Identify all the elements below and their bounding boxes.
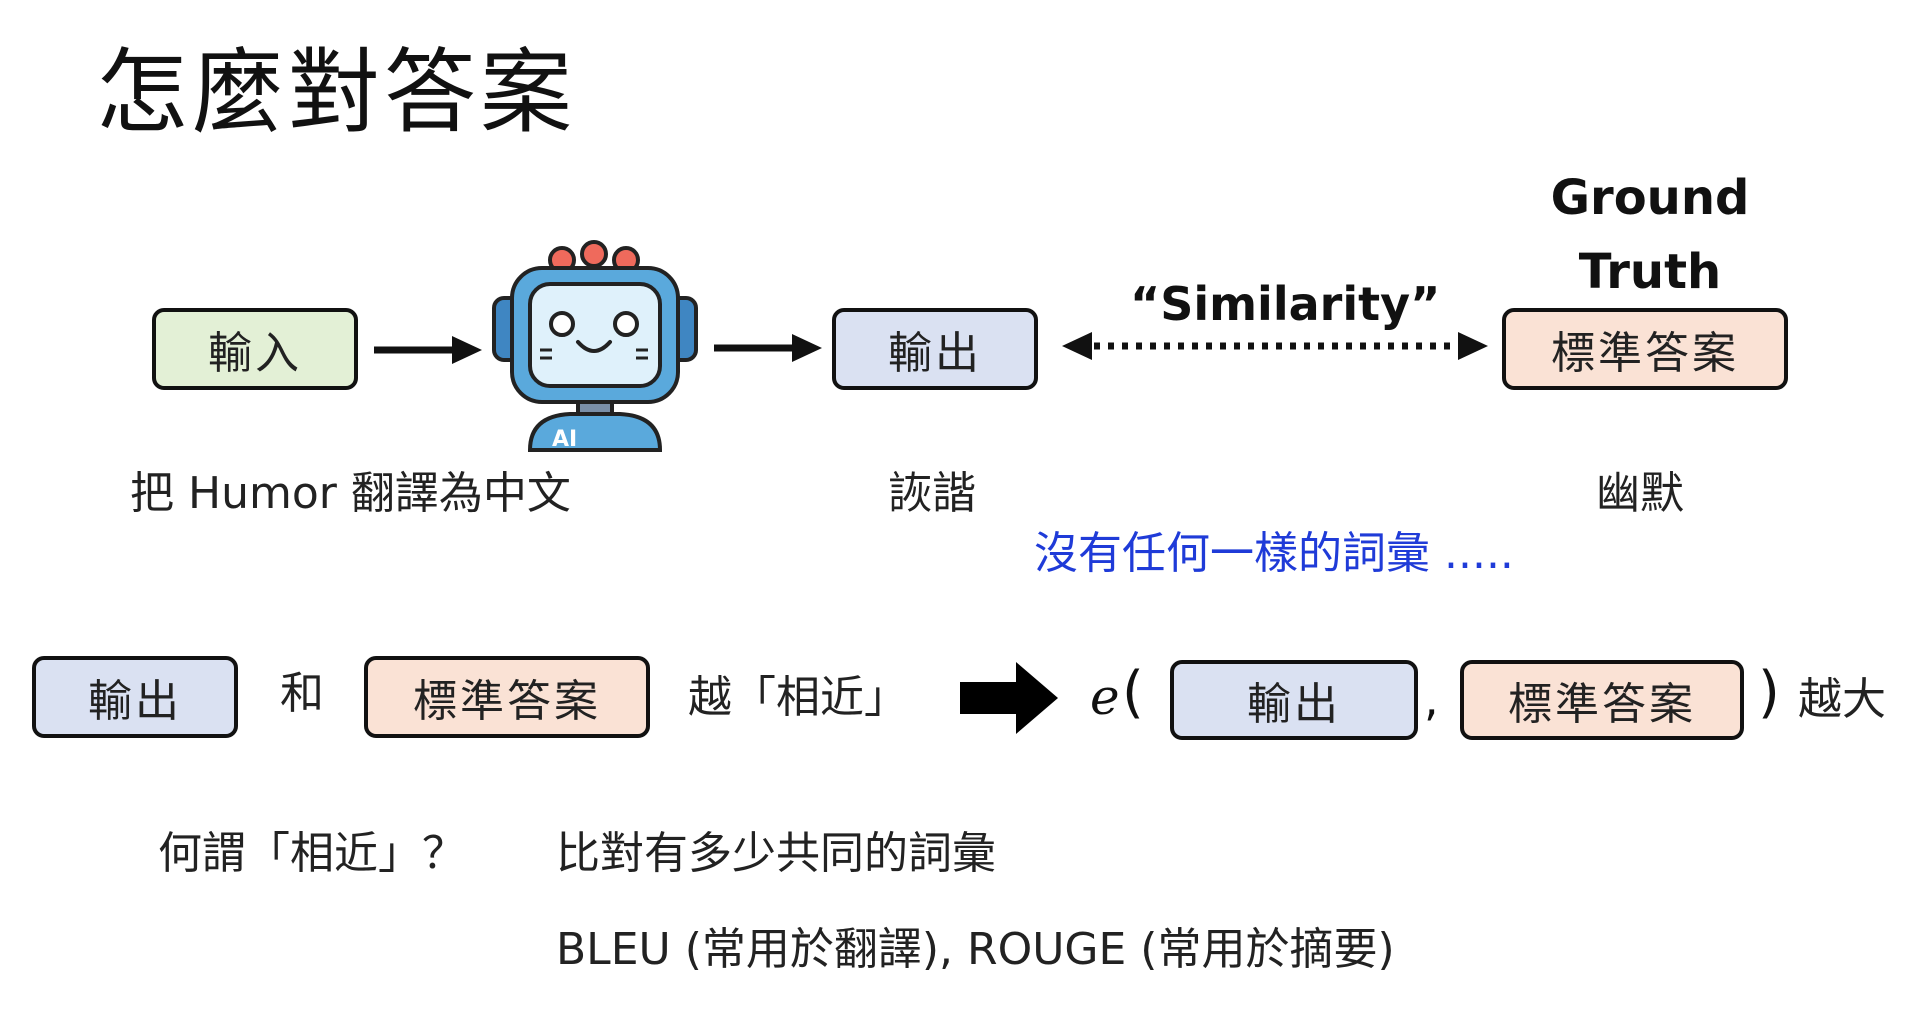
open-paren: (	[1122, 660, 1144, 725]
reference-box-arg-label: 標準答案	[1508, 679, 1696, 730]
ground-truth-label: Ground Truth	[1540, 168, 1760, 302]
input-caption: 把 Humor 翻譯為中文	[130, 468, 571, 519]
bigger-text: 越大	[1798, 674, 1886, 725]
function-e: e	[1090, 668, 1120, 726]
similarity-double-arrow	[1062, 332, 1488, 360]
ground-truth-line2: Truth	[1578, 244, 1722, 300]
page-title: 怎麼對答案	[96, 39, 577, 146]
close-paren: )	[1758, 660, 1780, 725]
reference-box-arg: 標準答案	[1460, 660, 1744, 740]
metrics-text: BLEU (常用於翻譯), ROUGE (常用於摘要)	[556, 924, 1395, 975]
no-overlap-note: 沒有任何一樣的詞彙 .....	[1034, 528, 1514, 579]
output-box-label: 輸出	[888, 328, 982, 379]
reference-box-compare: 標準答案	[364, 656, 650, 738]
similarity-label: “Similarity”	[1130, 277, 1441, 331]
output-caption: 詼諧	[888, 468, 976, 519]
input-box-label: 輸入	[208, 328, 302, 379]
reference-box-label: 標準答案	[1551, 328, 1739, 379]
implies-arrow	[960, 662, 1058, 734]
and-word: 和	[280, 668, 324, 719]
question-text: 何謂「相近」？	[158, 828, 466, 879]
answer-text: 比對有多少共同的詞彙	[556, 828, 996, 879]
reference-box-compare-label: 標準答案	[413, 676, 601, 727]
output-box-arg: 輸出	[1170, 660, 1418, 740]
input-box: 輸入	[152, 308, 358, 390]
reference-box: 標準答案	[1502, 308, 1788, 390]
arrow-robot-to-output	[714, 334, 822, 362]
output-box-compare: 輸出	[32, 656, 238, 738]
arrow-input-to-robot	[374, 336, 482, 364]
output-box: 輸出	[832, 308, 1038, 390]
ground-truth-line1: Ground	[1550, 170, 1750, 226]
output-box-compare-label: 輸出	[88, 676, 182, 727]
output-box-arg-label: 輸出	[1247, 679, 1341, 730]
closer-text: 越「相近」	[688, 672, 908, 723]
robot-icon: AI	[492, 240, 698, 452]
comma: ,	[1424, 672, 1439, 726]
robot-badge: AI	[552, 427, 577, 452]
reference-caption: 幽默	[1596, 468, 1684, 519]
